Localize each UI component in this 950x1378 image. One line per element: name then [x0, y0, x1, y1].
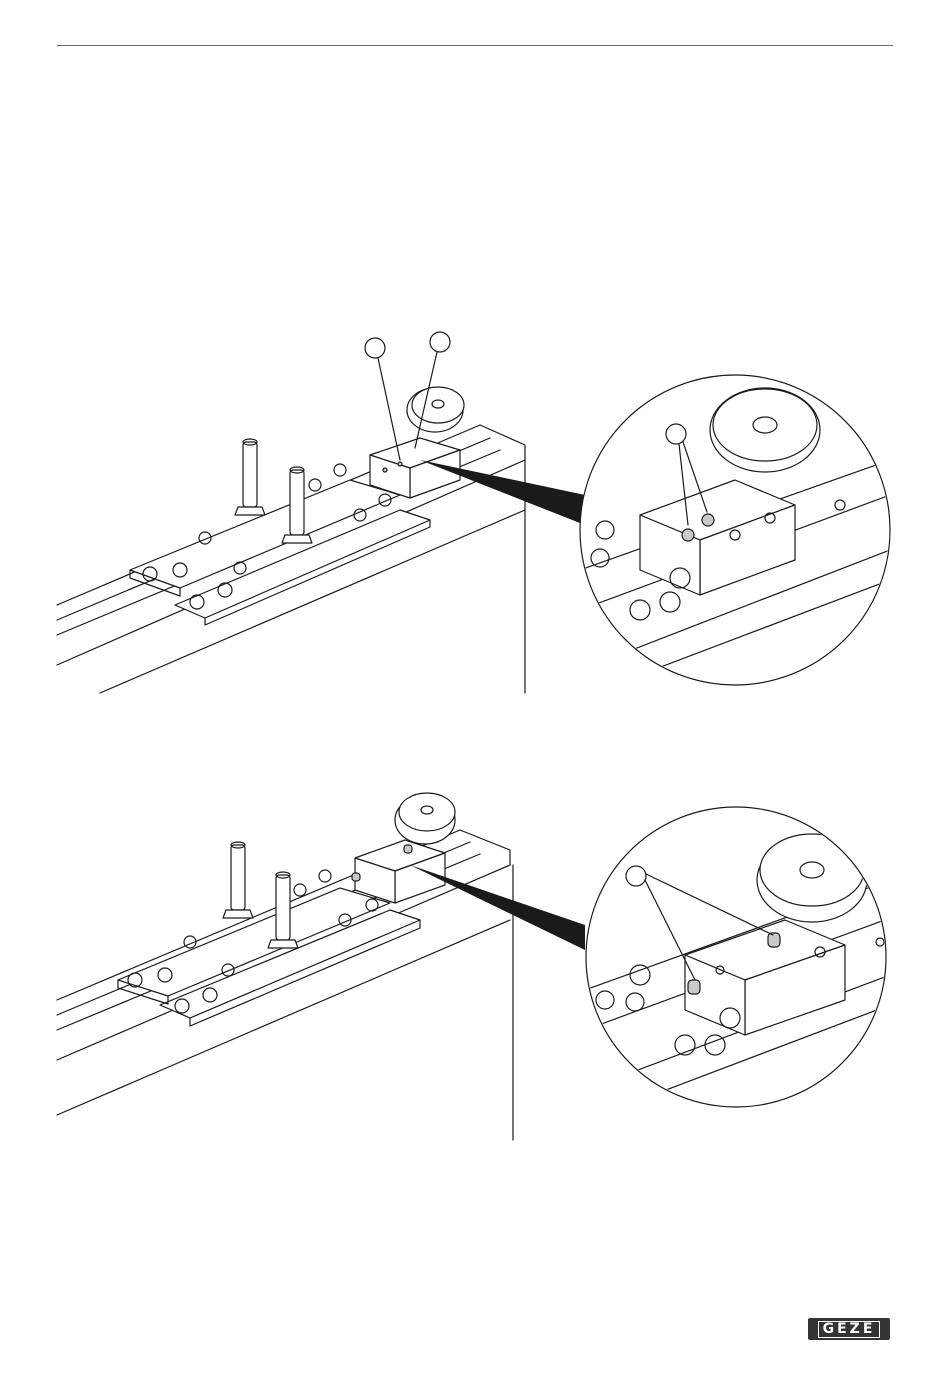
zoom-wedge	[410, 865, 585, 950]
pulley	[395, 793, 455, 844]
header-rule	[57, 45, 893, 46]
figure-2-drawing	[0, 770, 950, 1170]
belt-clamp-block	[352, 840, 445, 903]
detail-magnifier	[580, 375, 890, 690]
carriage	[130, 480, 430, 625]
figure-1-drawing	[0, 320, 950, 720]
pulley	[407, 387, 464, 432]
geze-logo-text: GEZE	[818, 1321, 881, 1338]
callout-circle-1	[365, 338, 385, 358]
figure-1-drive-unit-with-belt-clamp	[0, 320, 950, 720]
detail-magnifier	[585, 807, 890, 1115]
callout-circle-2	[430, 332, 450, 352]
carriage	[118, 888, 420, 1026]
figure-2-drive-unit-with-belt-clamp	[0, 770, 950, 1170]
geze-logo: GEZE	[808, 1318, 890, 1340]
